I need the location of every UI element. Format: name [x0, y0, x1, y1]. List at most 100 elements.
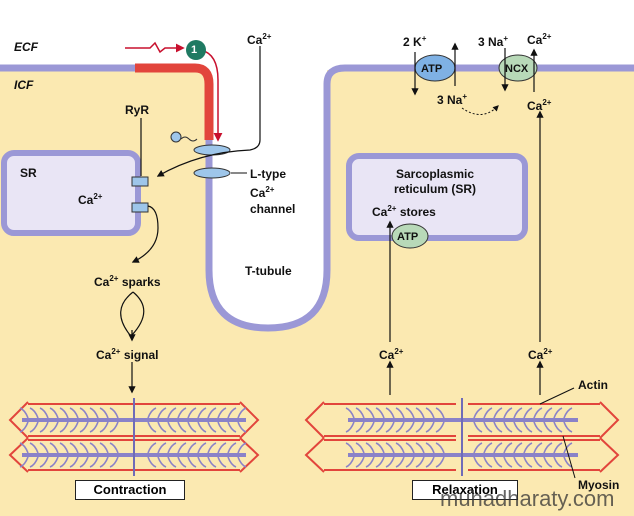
t-tubule-label: T-tubule [245, 264, 292, 278]
myosin-head [473, 442, 483, 454]
myosin-head [167, 421, 177, 433]
na-in-label: 3 Na+ [437, 92, 468, 107]
sr-atp-label: ATP [397, 231, 419, 243]
myosin-head [237, 456, 247, 468]
myosin-head [177, 421, 187, 433]
myosin-head [59, 407, 69, 419]
myosin-head [49, 442, 59, 454]
myosin-head [563, 442, 573, 454]
ca-relax-right-label: Ca2+ [528, 347, 553, 362]
myosin-head [237, 421, 247, 433]
myosin-head [405, 456, 415, 468]
ca-mid-label: Ca2+ [527, 98, 552, 113]
myosin-head [375, 421, 385, 433]
myosin-head [553, 456, 563, 468]
contraction-caption: Contraction [75, 480, 185, 500]
myosin-head [237, 442, 247, 454]
atp-pump-label: ATP [421, 63, 443, 75]
myosin-head [345, 442, 355, 454]
myosin-head [523, 442, 533, 454]
myosin-head [89, 442, 99, 454]
myosin-head [39, 456, 49, 468]
myosin-head [385, 456, 395, 468]
myosin-head [435, 456, 445, 468]
myosin-head [405, 407, 415, 419]
myosin-head [493, 421, 503, 433]
myosin-pointer [562, 435, 576, 479]
ca-influx-arrow [156, 46, 261, 177]
ca-stores-label: Ca2+ stores [372, 204, 436, 219]
myosin-head [533, 442, 543, 454]
myosin-head [217, 442, 227, 454]
myosin-head [207, 456, 217, 468]
myosin-head [99, 442, 109, 454]
ryr-channel-bottom [131, 202, 149, 213]
myosin-head [227, 421, 237, 433]
myosin-head [79, 421, 89, 433]
myosin-head [415, 407, 425, 419]
myosin-head [493, 456, 503, 468]
sr-atp-pump [391, 223, 429, 249]
sarcomere-relaxed [304, 398, 620, 476]
z-line [8, 401, 29, 439]
myosin-head [345, 421, 355, 433]
na-out-label: 3 Na+ [478, 34, 509, 49]
ryr-label: RyR [125, 103, 150, 117]
sr-left [1, 150, 141, 236]
myosin-head [19, 421, 29, 433]
z-line [304, 401, 325, 439]
myosin-head [207, 407, 217, 419]
myosin-head [365, 407, 375, 419]
ltype-tether [180, 136, 198, 142]
myosin-head [147, 456, 157, 468]
myosin-head [473, 407, 483, 419]
myosin-head [493, 442, 503, 454]
myosin-head [197, 421, 207, 433]
myosin-head [167, 442, 177, 454]
myosin-head [99, 407, 109, 419]
myosin-head [553, 421, 563, 433]
myosin-head [147, 407, 157, 419]
myosin-head [503, 407, 513, 419]
myosin-head [197, 442, 207, 454]
myosin-head [187, 421, 197, 433]
myosin-head [69, 456, 79, 468]
myosin-head [187, 407, 197, 419]
sarcomere-contracted [8, 398, 260, 476]
myosin-head [109, 442, 119, 454]
myosin-head [177, 407, 187, 419]
myosin-head [79, 456, 89, 468]
myosin-head [19, 456, 29, 468]
myosin-head [523, 421, 533, 433]
myosin-head [385, 407, 395, 419]
myosin-head [147, 421, 157, 433]
myosin-head [523, 407, 533, 419]
myosin-head [19, 442, 29, 454]
ecf-red-arrow [125, 41, 185, 54]
myosin-head [177, 456, 187, 468]
z-line [599, 437, 620, 473]
myosin-head [533, 421, 543, 433]
ryr-channel-top [131, 176, 149, 187]
myosin-head [365, 456, 375, 468]
myosin-head [187, 442, 197, 454]
ltype-channel-bottom [193, 167, 231, 179]
myosin-head [425, 442, 435, 454]
myosin-head [157, 442, 167, 454]
icf-label: ICF [14, 78, 34, 92]
myosin-head [49, 407, 59, 419]
myosin-head [375, 456, 385, 468]
myosin-head [29, 407, 39, 419]
myosin-head [29, 442, 39, 454]
myosin-head [227, 407, 237, 419]
step-1-badge-circle [186, 40, 206, 60]
myosin-head [415, 456, 425, 468]
myosin-head [543, 407, 553, 419]
myosin-label: Myosin [578, 478, 620, 492]
ltype-voltage-sensor [170, 131, 182, 143]
myosin-head [217, 421, 227, 433]
myosin-head [355, 456, 365, 468]
myosin-head [39, 442, 49, 454]
ca-sr-label: Ca2+ [78, 192, 103, 207]
myosin-head [69, 442, 79, 454]
